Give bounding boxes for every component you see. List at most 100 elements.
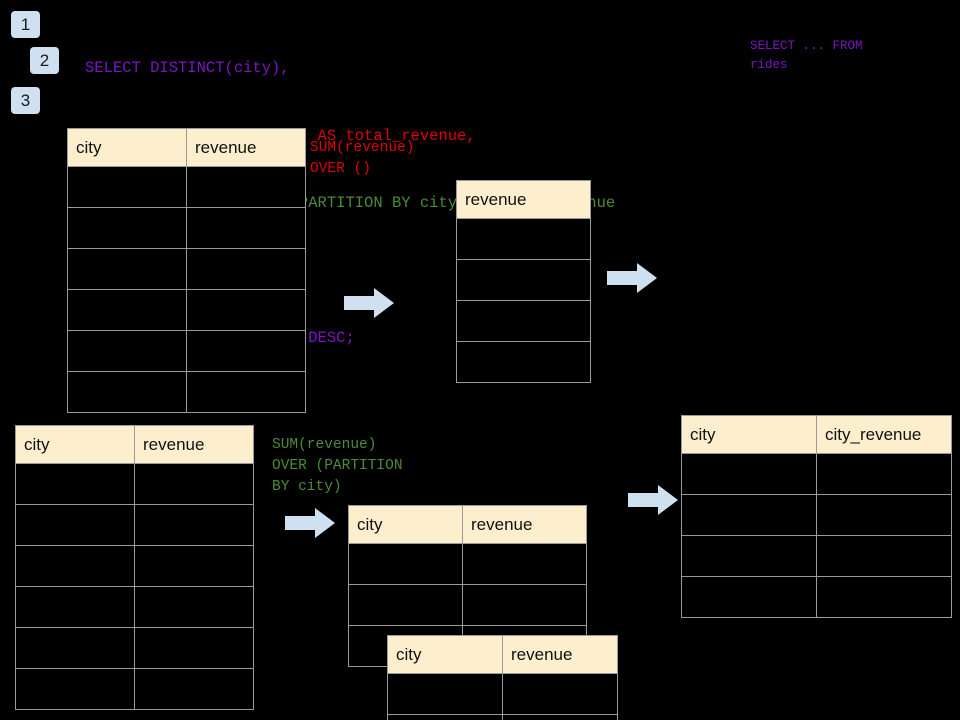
table-body	[15, 463, 254, 710]
column-header-revenue: revenue	[186, 128, 306, 167]
table-row	[681, 535, 952, 577]
table-cell	[681, 494, 817, 536]
callout-sum-over-empty: SUM(revenue) OVER ()	[310, 140, 415, 177]
table-cell	[462, 584, 587, 626]
table-header-row: city revenue	[15, 425, 254, 464]
arrow-partition-to-result	[628, 485, 678, 515]
table-row	[15, 586, 254, 628]
table-row	[456, 300, 591, 342]
table-cell	[67, 207, 187, 249]
table-cell	[15, 504, 135, 546]
table-cell	[186, 166, 306, 208]
arrow-source-to-partition	[285, 508, 335, 538]
table-cell	[502, 714, 618, 720]
table-cell	[67, 330, 187, 372]
column-header-revenue: revenue	[134, 425, 254, 464]
table-cell	[134, 668, 254, 710]
table-cell	[387, 714, 503, 720]
table-row	[681, 453, 952, 495]
sql-line-select: SELECT DISTINCT(city),	[85, 59, 290, 77]
table-cell	[681, 576, 817, 618]
table-row	[67, 166, 306, 208]
column-header-revenue: revenue	[502, 635, 618, 674]
table-body	[681, 453, 952, 618]
table-row	[15, 668, 254, 710]
table-row	[15, 545, 254, 587]
column-header-city: city	[67, 128, 187, 167]
table-cell	[502, 673, 618, 715]
table-header-row: revenue	[456, 180, 591, 219]
column-header-city: city	[681, 415, 817, 454]
table-cell	[15, 545, 135, 587]
rides-source-table: city revenue	[67, 128, 306, 413]
column-header-city: city	[348, 505, 463, 544]
table-cell	[456, 341, 591, 383]
table-cell	[186, 330, 306, 372]
table-cell	[816, 494, 952, 536]
table-cell	[348, 584, 463, 626]
table-header-row: city revenue	[67, 128, 306, 167]
table-cell	[186, 207, 306, 249]
table-cell	[15, 668, 135, 710]
table-body	[387, 673, 618, 720]
step-badge-1: 1	[11, 11, 40, 38]
table-cell	[681, 535, 817, 577]
table-cell	[134, 586, 254, 628]
table-row	[348, 584, 587, 626]
table-row	[67, 289, 306, 331]
callout-select-from: SELECT ... FROM rides	[750, 39, 863, 72]
table-row	[15, 627, 254, 669]
table-row	[348, 543, 587, 585]
column-header-revenue: revenue	[456, 180, 591, 219]
table-cell	[456, 259, 591, 301]
arrow-total-to-result	[607, 263, 657, 293]
step-badge-3: 3	[11, 87, 40, 114]
table-row	[67, 371, 306, 413]
table-row	[67, 207, 306, 249]
table-header-row: city revenue	[348, 505, 587, 544]
table-row	[681, 576, 952, 618]
table-cell	[67, 371, 187, 413]
table-cell	[456, 218, 591, 260]
table-cell	[134, 545, 254, 587]
table-cell	[134, 504, 254, 546]
table-cell	[15, 586, 135, 628]
table-row	[15, 463, 254, 505]
table-row	[67, 248, 306, 290]
column-header-city: city	[387, 635, 503, 674]
column-header-revenue: revenue	[462, 505, 587, 544]
partition-group-table-front: city revenue	[387, 635, 618, 720]
table-cell	[456, 300, 591, 342]
table-cell	[387, 673, 503, 715]
table-header-row: city city_revenue	[681, 415, 952, 454]
table-cell	[681, 453, 817, 495]
table-row	[67, 330, 306, 372]
table-cell	[186, 289, 306, 331]
table-row	[387, 714, 618, 720]
table-cell	[816, 535, 952, 577]
arrow-source-to-total	[344, 288, 394, 318]
table-cell	[186, 371, 306, 413]
table-cell	[816, 453, 952, 495]
table-cell	[67, 166, 187, 208]
table-body	[67, 166, 306, 413]
column-header-city: city	[15, 425, 135, 464]
table-body	[456, 218, 591, 383]
table-row	[681, 494, 952, 536]
table-cell	[186, 248, 306, 290]
table-cell	[816, 576, 952, 618]
table-row	[387, 673, 618, 715]
step-badge-2: 2	[30, 47, 59, 74]
table-row	[456, 341, 591, 383]
table-header-row: city revenue	[387, 635, 618, 674]
table-cell	[67, 289, 187, 331]
total-revenue-table: revenue	[456, 180, 591, 383]
table-row	[15, 504, 254, 546]
callout-sum-over-partition: SUM(revenue) OVER (PARTITION BY city)	[272, 437, 403, 495]
table-cell	[462, 543, 587, 585]
result-table: city city_revenue	[681, 415, 952, 618]
column-header-city-revenue: city_revenue	[816, 415, 952, 454]
rides-source-table-bottom: city revenue	[15, 425, 254, 710]
table-cell	[15, 627, 135, 669]
